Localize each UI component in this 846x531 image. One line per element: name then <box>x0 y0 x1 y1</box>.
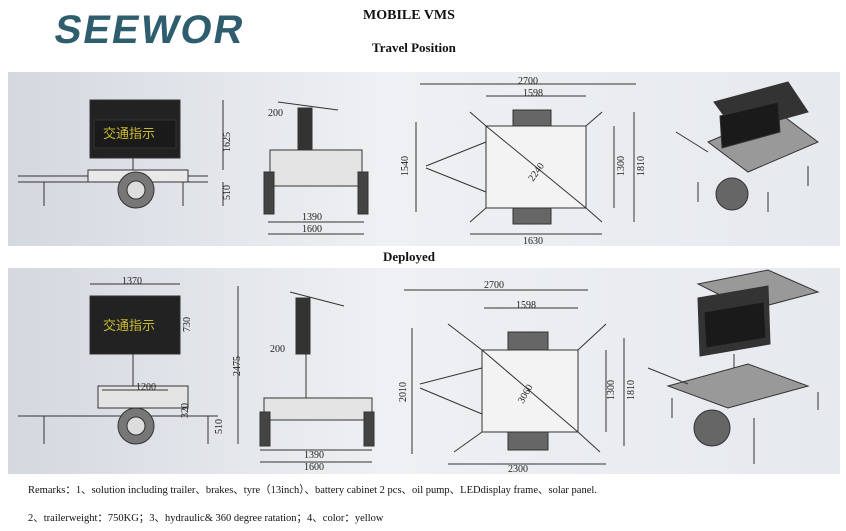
deployed-dim-track: 1390 <box>304 450 324 461</box>
deployed-dim-sign-width: 1370 <box>122 276 142 287</box>
deployed-dim-base: 1200 <box>136 382 156 393</box>
deployed-dim-outrigger-span: 2010 <box>398 382 409 402</box>
deployed-panel: 1370 交通指示 730 2475 1200 320 510 200 1390… <box>8 268 840 474</box>
deployed-dim-axle: 510 <box>214 419 225 434</box>
travel-dim-track: 1390 <box>302 212 322 223</box>
remarks-line-1: Remarks：1、solution including trailer、bra… <box>28 485 597 496</box>
deployed-dim-mast-panel: 200 <box>270 344 285 355</box>
deployed-dim-total-height: 2475 <box>232 356 243 376</box>
deployed-dim-frame-width: 1300 <box>606 380 617 400</box>
travel-rear-view <box>263 101 369 235</box>
travel-dim-sign-height: 1625 <box>222 132 233 152</box>
deployed-dim-length: 2700 <box>484 280 504 291</box>
travel-dim-frame-width: 1300 <box>616 156 627 176</box>
deployed-iso-view <box>647 269 820 464</box>
deployed-dim-sign-h: 730 <box>182 317 193 332</box>
deployed-rear-view <box>259 291 375 463</box>
deployed-dim-deck: 320 <box>180 403 191 418</box>
deployed-side-view <box>18 283 239 445</box>
travel-dim-length: 2700 <box>518 76 538 87</box>
travel-dim-outrigger: 1630 <box>523 236 543 246</box>
travel-dim-mast-panel: 200 <box>268 108 283 119</box>
deployed-dim-frame: 1598 <box>516 300 536 311</box>
travel-dim-hitch-width: 1540 <box>400 156 411 176</box>
deployed-sign-text: 交通指示 <box>103 318 155 333</box>
seewor-logo: SEEWOR <box>51 8 249 52</box>
deployed-dim-outrigger: 2300 <box>508 464 528 474</box>
deployed-top-view <box>404 289 625 465</box>
deployed-dim-overall-width: 1810 <box>626 380 637 400</box>
travel-sign-text: 交通指示 <box>103 126 155 141</box>
travel-iso-view <box>675 81 819 212</box>
travel-position-panel: 交通指示 1625 510 200 1390 1600 2700 1598 22… <box>8 72 840 246</box>
travel-position-heading: Travel Position <box>372 40 456 55</box>
deployed-heading: Deployed <box>383 249 435 264</box>
travel-dim-width: 1600 <box>302 224 322 235</box>
travel-top-view <box>415 83 636 235</box>
remarks-line-2: 2、trailerweight：750KG；3、hydraulic& 360 d… <box>28 513 384 524</box>
travel-dim-axle-height: 510 <box>222 185 233 200</box>
page-title: MOBILE VMS <box>363 8 455 23</box>
deployed-dim-width: 1600 <box>304 462 324 473</box>
travel-side-view <box>18 99 224 209</box>
travel-dim-frame: 1598 <box>523 88 543 99</box>
travel-dim-overall-width: 1810 <box>636 156 647 176</box>
